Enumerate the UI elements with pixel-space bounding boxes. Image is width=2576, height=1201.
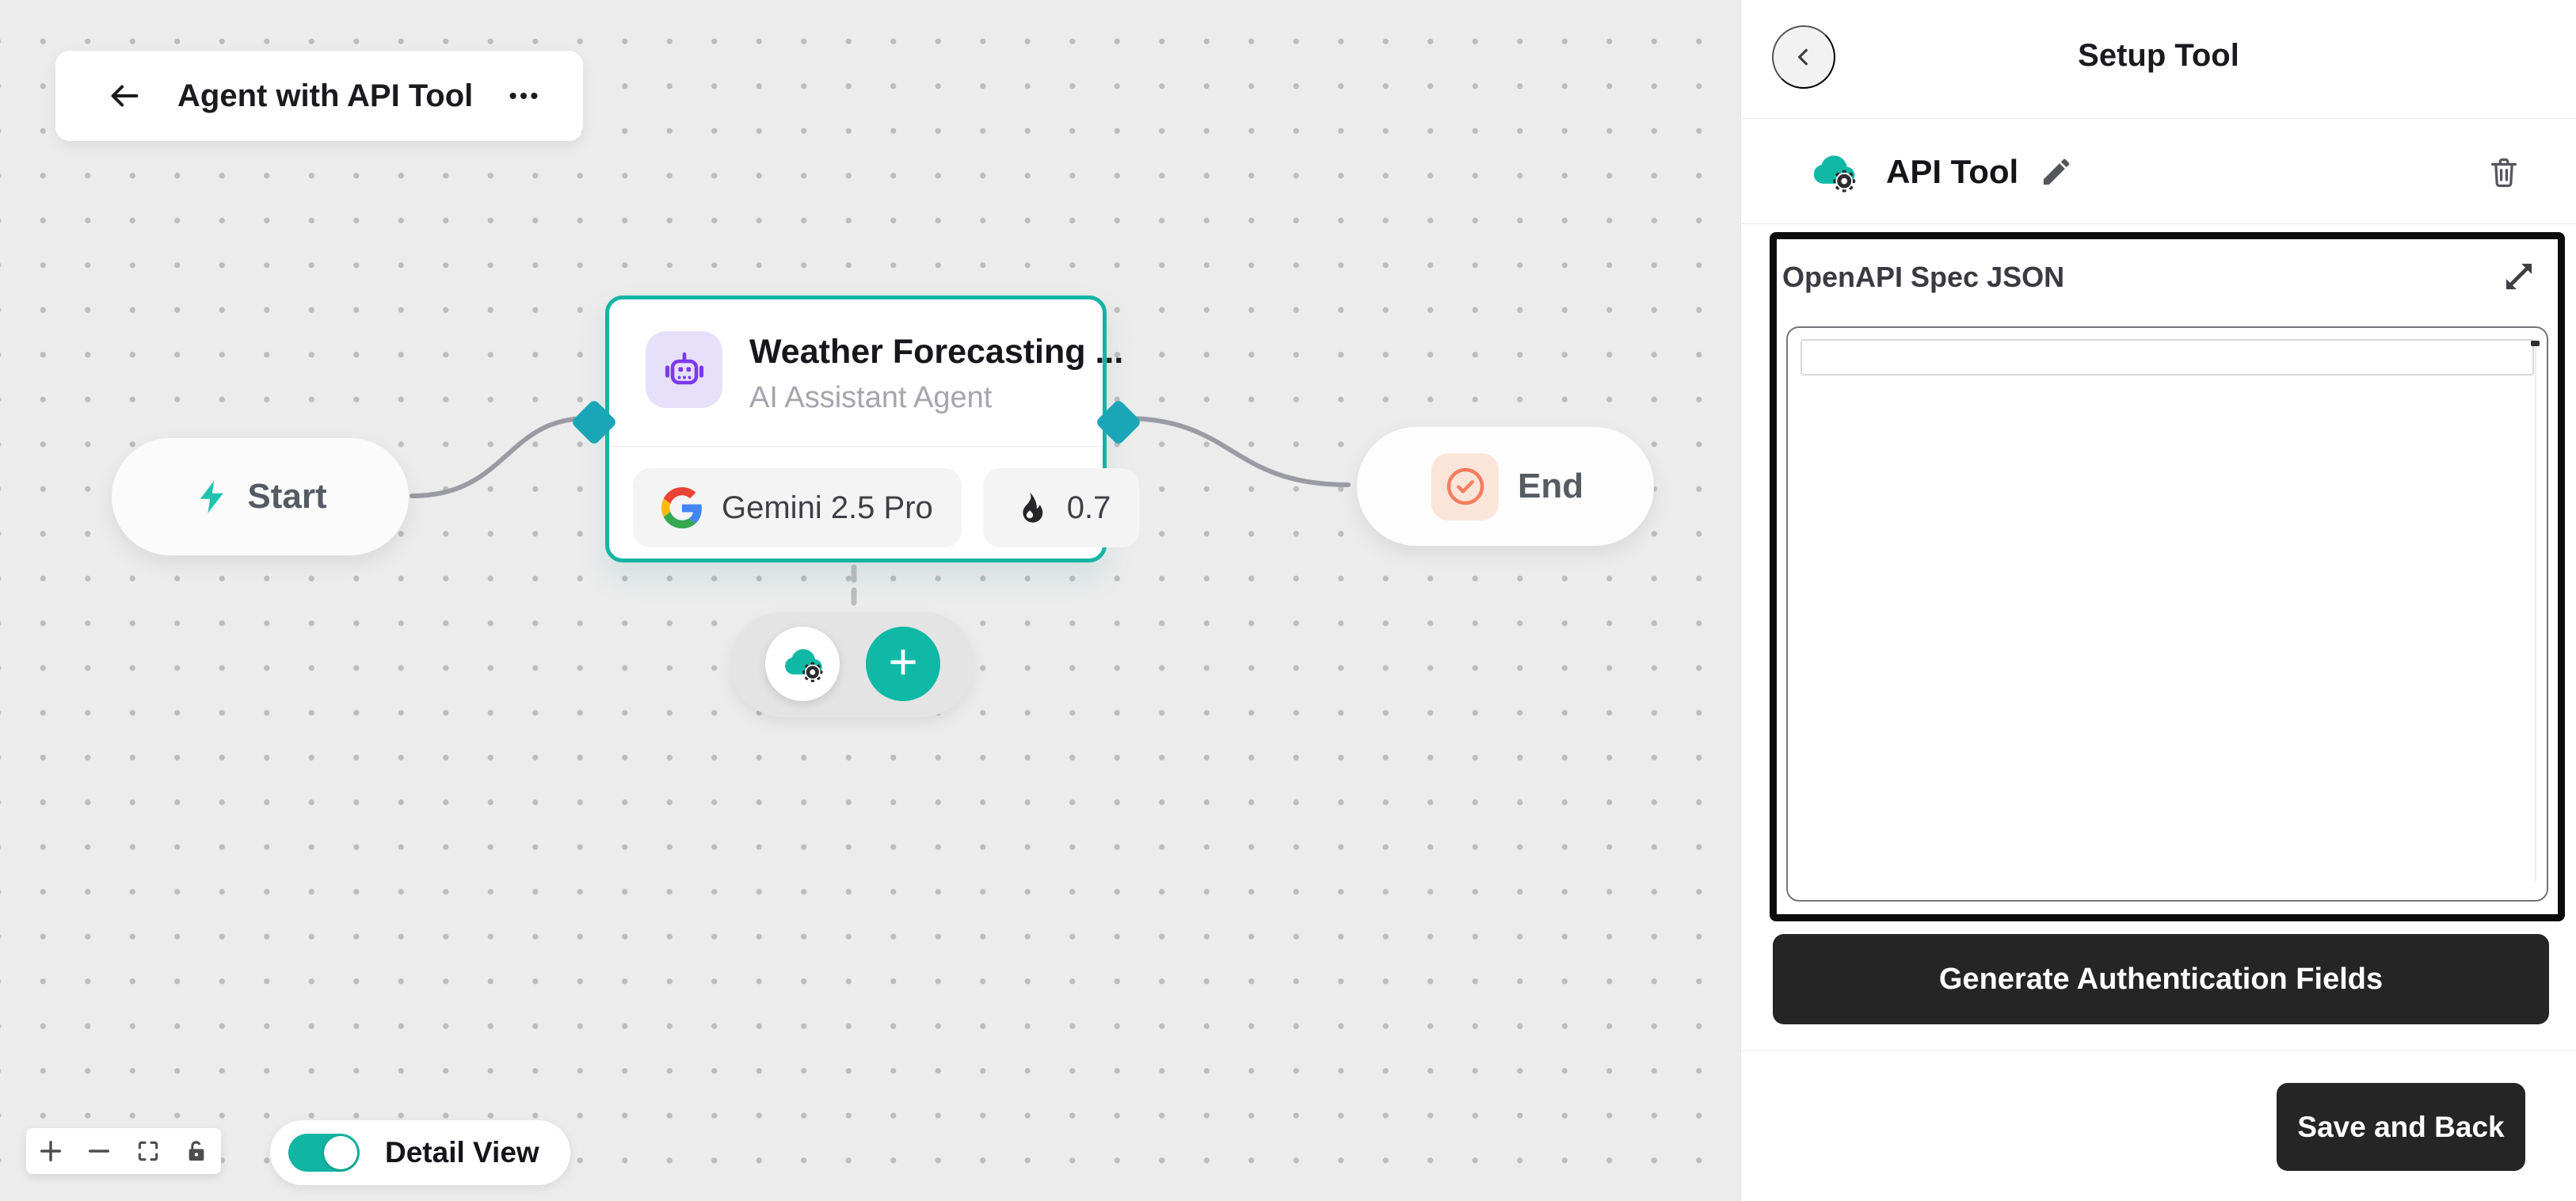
openapi-spec-label: OpenAPI Spec JSON	[1782, 261, 2065, 293]
trash-icon[interactable]	[2486, 154, 2522, 190]
panel-title: Setup Tool	[2078, 38, 2239, 73]
start-node[interactable]: Start	[112, 438, 409, 555]
fit-view-icon[interactable]	[124, 1128, 173, 1174]
detail-view-label: Detail View	[385, 1136, 539, 1169]
unlock-icon[interactable]	[173, 1128, 222, 1174]
flow-canvas[interactable]: Agent with API Tool Start	[0, 0, 1740, 1201]
canvas-controls	[26, 1128, 221, 1174]
agent-node-divider	[609, 446, 1103, 447]
tool-row-divider	[1741, 223, 2576, 224]
agent-node[interactable]: Weather Forecasting ... AI Assistant Age…	[570, 295, 1142, 562]
google-g-icon	[661, 487, 703, 528]
panel-header-divider	[1741, 118, 2576, 119]
save-and-back-button[interactable]: Save and Back	[2277, 1083, 2525, 1171]
lightning-bolt-icon	[193, 478, 231, 516]
editor-first-line	[1801, 339, 2534, 376]
panel-back-button[interactable]	[1772, 25, 1835, 89]
tool-name: API Tool	[1886, 152, 2019, 190]
robot-icon	[646, 331, 722, 408]
tool-row: API Tool	[1741, 119, 2576, 224]
start-node-label: Start	[247, 477, 327, 516]
temperature-chip-label: 0.7	[1066, 490, 1111, 525]
add-tool-button[interactable]: +	[866, 627, 940, 701]
detail-view-pill: Detail View	[270, 1120, 570, 1185]
expand-icon[interactable]	[2501, 258, 2537, 295]
detail-view-toggle[interactable]	[288, 1134, 360, 1172]
zoom-in-button[interactable]	[26, 1128, 75, 1174]
plus-icon: +	[888, 633, 918, 690]
end-node[interactable]: End	[1357, 427, 1654, 546]
flame-icon	[1012, 490, 1048, 526]
zoom-out-button[interactable]	[75, 1128, 124, 1174]
agent-node-subtitle: AI Assistant Agent	[749, 381, 993, 414]
editor-scrollbar-thumb[interactable]	[2531, 341, 2540, 346]
edge-start-to-agent[interactable]	[410, 416, 590, 498]
editor-scrollbar-track	[2535, 342, 2536, 881]
overflow-menu-icon[interactable]	[503, 78, 544, 114]
edge-agent-to-end[interactable]	[1122, 416, 1351, 487]
openapi-spec-textarea[interactable]	[1786, 326, 2548, 902]
panel-footer-divider	[1741, 1050, 2576, 1051]
cloud-gear-icon	[785, 649, 823, 683]
agent-tools-tray: +	[730, 612, 974, 717]
edges-layer	[410, 416, 1351, 613]
pencil-icon[interactable]	[2039, 154, 2074, 189]
api-tool-node[interactable]	[765, 627, 840, 701]
agent-node-header: Weather Forecasting ... AI Assistant Age…	[609, 299, 1124, 415]
toggle-knob	[324, 1136, 357, 1169]
flow-title-card: Agent with API Tool	[55, 51, 583, 141]
chevron-left-icon	[1798, 48, 1808, 66]
end-node-label: End	[1518, 467, 1584, 505]
flow-title: Agent with API Tool	[177, 78, 474, 113]
temperature-chip: 0.7	[982, 468, 1140, 547]
setup-tool-panel: Setup Tool	[1740, 0, 2576, 1201]
check-circle-icon	[1431, 452, 1499, 520]
openapi-spec-field: OpenAPI Spec JSON	[1770, 232, 2565, 921]
cloud-gear-icon	[1808, 151, 1858, 193]
generate-auth-fields-button[interactable]: Generate Authentication Fields	[1773, 934, 2549, 1024]
back-arrow-icon[interactable]	[106, 78, 143, 114]
model-chip: Gemini 2.5 Pro	[633, 468, 962, 547]
agent-node-title: Weather Forecasting ...	[749, 333, 1124, 371]
model-chip-label: Gemini 2.5 Pro	[722, 490, 933, 525]
